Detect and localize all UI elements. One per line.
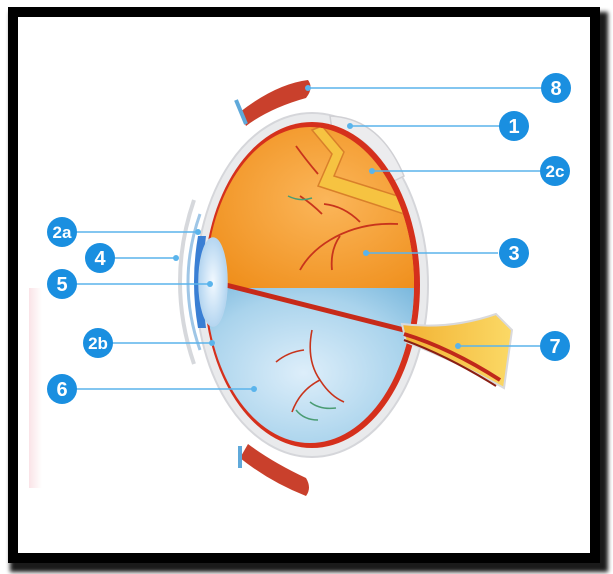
badge-1-label: 1 [508,116,519,138]
badge-3-label: 3 [508,243,519,265]
badge-8-label: 8 [550,78,561,100]
badge-8: 8 [541,73,571,103]
badge-7: 7 [540,331,570,361]
badge-4: 4 [85,243,115,273]
badge-1: 1 [499,111,529,141]
badge-7-label: 7 [549,336,560,358]
badge-6-label: 6 [56,379,67,401]
lens [199,238,227,326]
badge-3: 3 [499,238,529,268]
badge-2a: 2a [47,217,77,247]
badge-5: 5 [47,269,77,299]
badge-4-label: 4 [94,248,106,270]
badge-5-label: 5 [56,274,67,296]
badge-6: 6 [47,374,77,404]
badge-2b: 2b [83,328,113,358]
badge-2c-label: 2c [546,162,565,181]
badge-2b-label: 2b [88,334,108,353]
badge-2a-label: 2a [53,223,72,242]
badge-2c: 2c [540,156,570,186]
